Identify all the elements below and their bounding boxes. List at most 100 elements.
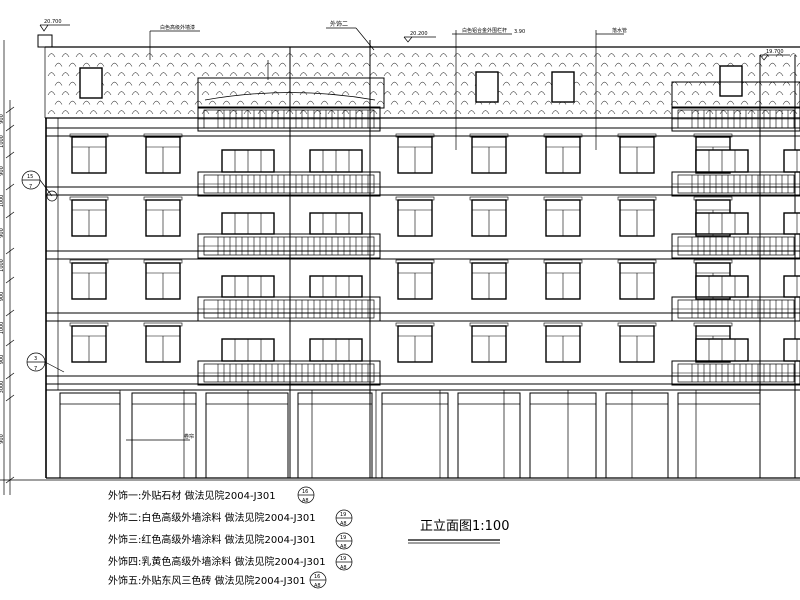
balcony — [197, 338, 381, 386]
shopfront-bay — [131, 392, 197, 479]
balcony — [671, 149, 800, 197]
window — [543, 196, 583, 237]
window — [395, 322, 435, 363]
svg-text:卷帘: 卷帘 — [184, 433, 194, 440]
dimension-label: 900 — [0, 114, 5, 124]
chimney — [37, 34, 53, 48]
window — [469, 133, 509, 174]
svg-text:白色铝合金外围栏杆: 白色铝合金外围栏杆 — [462, 27, 507, 34]
svg-text:16: 16 — [314, 574, 320, 580]
dimension-label: 900 — [0, 292, 5, 302]
dimension-label: 900 — [0, 355, 5, 365]
window — [469, 259, 509, 300]
dimension-label: 900 — [0, 434, 5, 444]
dimension-label: 1000 — [0, 195, 5, 208]
window — [617, 322, 657, 363]
dimension-label: 3000 — [0, 381, 5, 394]
shopfront-bay — [381, 392, 449, 479]
svg-text:外饰五:外贴东风三色砖 做法见院2004-J301: 外饰五:外贴东风三色砖 做法见院2004-J301 — [108, 574, 306, 587]
dormer-window — [719, 65, 743, 97]
balcony — [197, 149, 381, 197]
callout-frame: 白色铝合金外围栏杆 3.90 — [452, 27, 525, 35]
window — [69, 259, 109, 300]
svg-text:白色高级外墙漆: 白色高级外墙漆 — [160, 24, 195, 31]
dimension-label: 900 — [0, 166, 5, 176]
balcony — [197, 106, 381, 132]
window — [143, 322, 183, 363]
dimension-label: 1000 — [0, 135, 5, 148]
svg-text:外饰三:红色高级外墙涂料 做法见院2004-J301: 外饰三:红色高级外墙涂料 做法见院2004-J301 — [108, 533, 316, 546]
balcony — [671, 275, 800, 322]
window — [617, 259, 657, 300]
legend-item: 外饰五:外贴东风三色砖 做法见院2004-J301 16 A8 — [108, 571, 327, 589]
svg-text:19: 19 — [340, 535, 346, 541]
window — [143, 133, 183, 174]
window — [617, 133, 657, 174]
balcony — [197, 275, 381, 322]
svg-text:外饰二: 外饰二 — [330, 20, 348, 28]
dormer-window — [475, 71, 499, 103]
elevation-label: 19.700 — [766, 49, 784, 55]
legend-item: 外饰三:红色高级外墙涂料 做法见院2004-J301 19 A8 — [108, 532, 353, 550]
callout-downpipe: 落水管 — [596, 27, 627, 35]
window — [543, 322, 583, 363]
roof-elevation-mid: 20.200 — [403, 31, 436, 43]
dimension-label: 900 — [0, 228, 5, 238]
svg-text:A8: A8 — [302, 498, 309, 504]
svg-text:15: 15 — [27, 174, 33, 180]
callout-roof-color: 白色高级外墙漆 — [149, 24, 200, 60]
shopfront-bay — [529, 392, 597, 479]
window — [395, 133, 435, 174]
svg-text:正立面图1:100: 正立面图1:100 — [420, 519, 509, 534]
shopfront-bay — [205, 392, 289, 479]
shopfront-bay — [457, 392, 521, 479]
svg-text:外饰四:乳黄色高级外墙涂料 做法见院2004-J301: 外饰四:乳黄色高级外墙涂料 做法见院2004-J301 — [108, 555, 326, 568]
window — [617, 196, 657, 237]
detail-callout-upper: 15 7 — [21, 170, 58, 202]
window — [395, 196, 435, 237]
svg-text:外饰一:外贴石材 做法见院2004-J301: 外饰一:外贴石材 做法见院2004-J301 — [108, 489, 276, 502]
roof-gable-right — [671, 81, 800, 109]
svg-text:19: 19 — [340, 512, 346, 518]
balcony — [671, 106, 800, 132]
drawing-title: 正立面图1:100 — [408, 519, 509, 544]
svg-text:A8: A8 — [314, 583, 321, 589]
window — [69, 322, 109, 363]
ground-floor-shopfronts — [59, 390, 761, 479]
roof-elevation-left: 20.700 — [39, 19, 70, 32]
svg-text:外饰二:白色高级外墙涂料 做法见院2004-J301: 外饰二:白色高级外墙涂料 做法见院2004-J301 — [108, 511, 316, 524]
svg-text:落水管: 落水管 — [612, 27, 627, 34]
finish-legend: 外饰一:外贴石材 做法见院2004-J301 16 A8 外饰二:白色高级外墙涂… — [108, 486, 353, 589]
window — [69, 133, 109, 174]
dimension-label: 1000 — [0, 322, 5, 335]
window — [543, 133, 583, 174]
svg-text:16: 16 — [302, 489, 308, 495]
window — [543, 259, 583, 300]
balcony — [671, 338, 800, 386]
svg-text:A8: A8 — [340, 565, 347, 571]
window — [469, 196, 509, 237]
legend-item: 外饰二:白色高级外墙涂料 做法见院2004-J301 19 A8 — [108, 509, 353, 527]
svg-text:A8: A8 — [340, 544, 347, 550]
svg-text:3: 3 — [34, 356, 37, 362]
dormer-window — [551, 71, 575, 103]
elevation-label: 20.200 — [410, 31, 428, 37]
elevation-label: 20.700 — [44, 19, 62, 25]
window — [469, 322, 509, 363]
shopfront-bay — [605, 392, 669, 479]
balcony — [671, 212, 800, 259]
svg-text:7: 7 — [34, 366, 37, 372]
roof-gable-left — [197, 77, 385, 109]
window-grid — [69, 133, 733, 363]
shopfront-bay — [297, 392, 373, 479]
window — [143, 196, 183, 237]
legend-item: 外饰一:外贴石材 做法见院2004-J301 16 A8 — [108, 486, 315, 504]
roof-dormers — [79, 65, 800, 109]
shopfront-bay — [677, 392, 761, 479]
detail-callout-lower: 3 7 — [26, 352, 65, 373]
svg-text:A8: A8 — [340, 521, 347, 527]
svg-text:3.90: 3.90 — [514, 29, 525, 35]
window — [395, 259, 435, 300]
